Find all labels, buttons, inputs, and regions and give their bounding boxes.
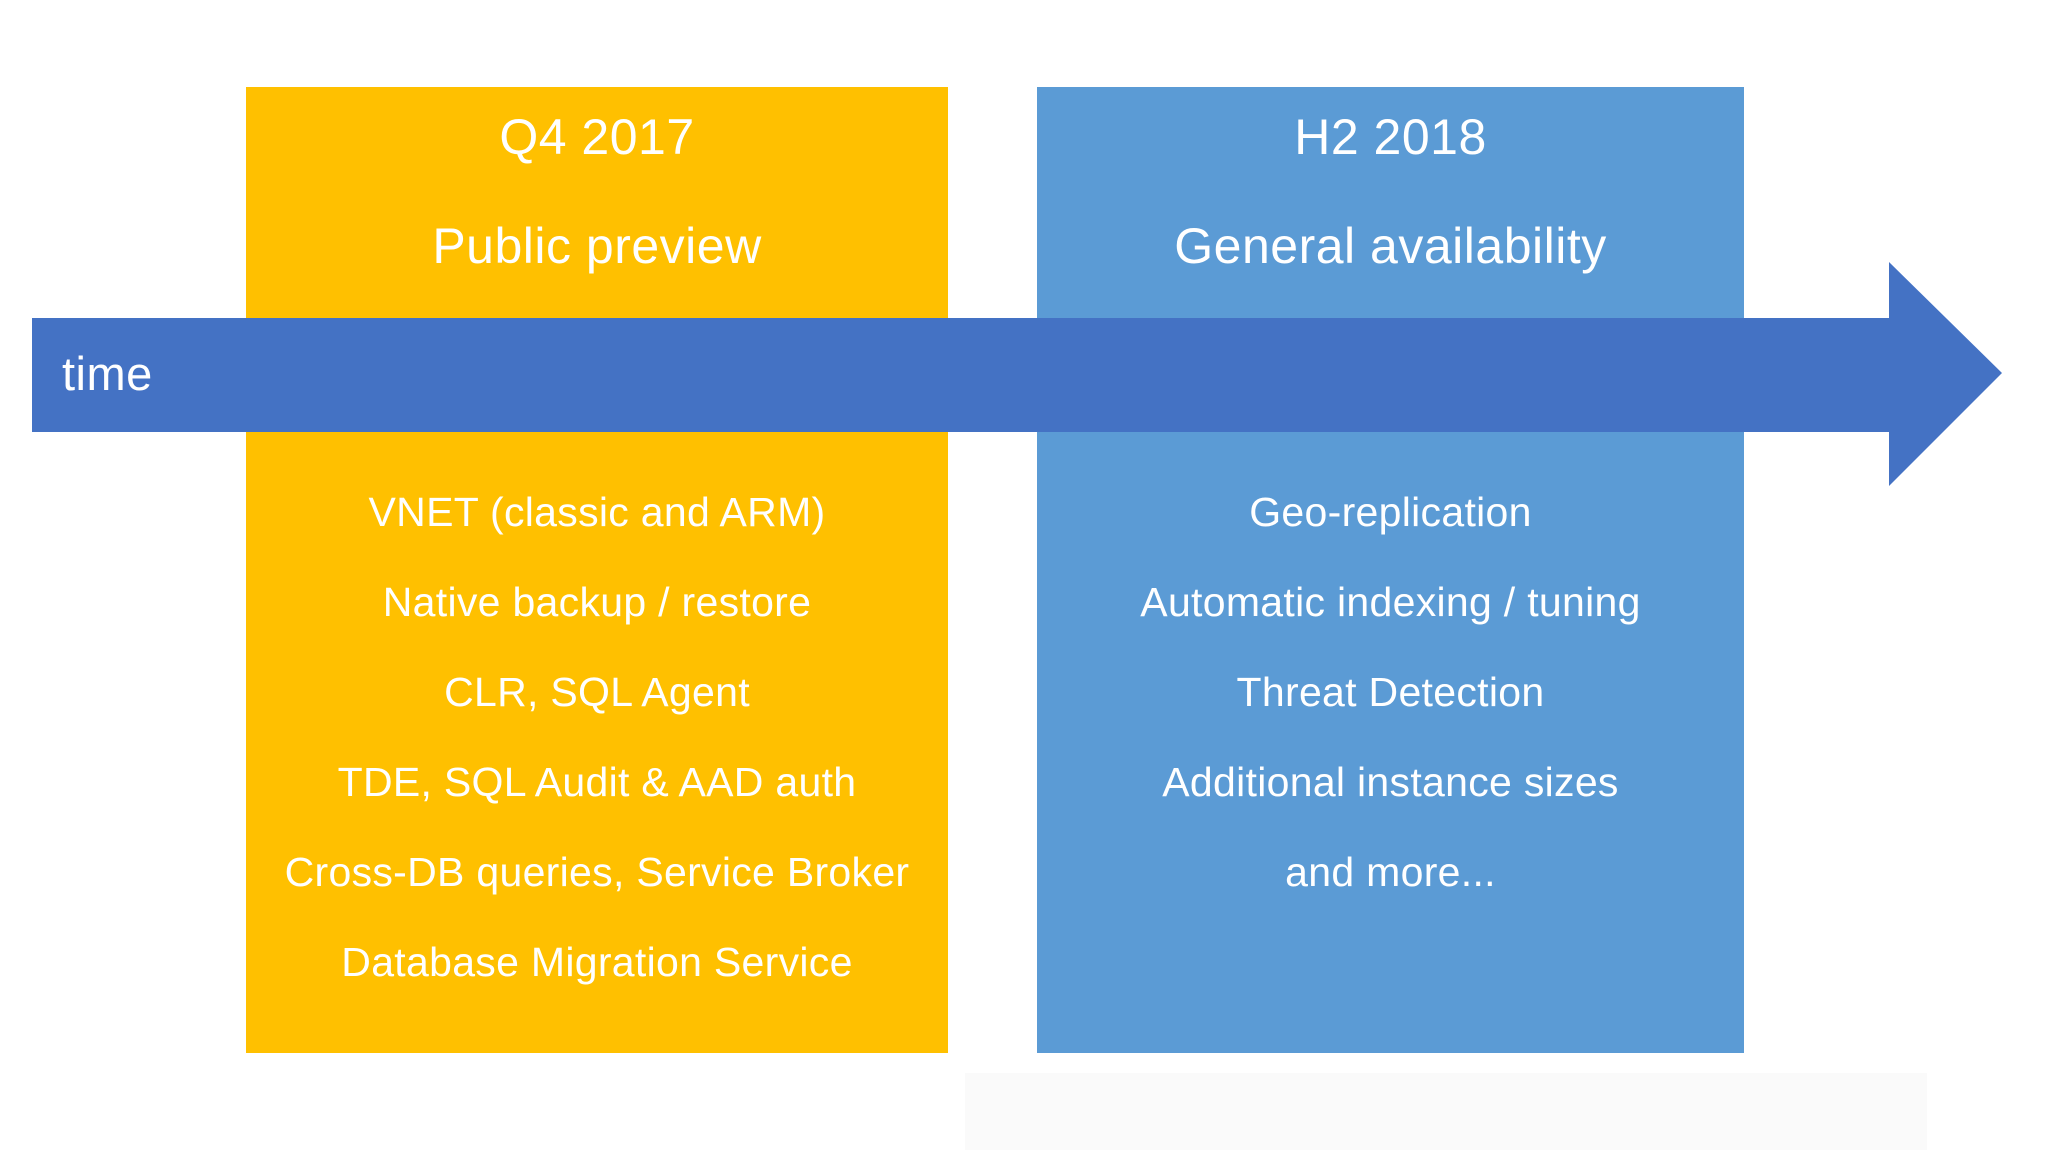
feature-item: Cross-DB queries, Service Broker	[284, 848, 910, 895]
feature-list-general-availability: Geo-replication Automatic indexing / tun…	[1037, 467, 1744, 917]
feature-item: CLR, SQL Agent	[444, 668, 750, 715]
feature-item: VNET (classic and ARM)	[368, 488, 826, 535]
timeline-label: time	[62, 347, 153, 400]
feature-item: Automatic indexing / tuning	[1140, 578, 1641, 625]
phase-period-general-availability: H2 2018	[1294, 109, 1487, 165]
feature-item: Geo-replication	[1249, 488, 1532, 535]
phase-period-public-preview: Q4 2017	[499, 109, 695, 165]
feature-item: Database Migration Service	[341, 938, 853, 985]
phase-title-general-availability: General availability	[1174, 218, 1607, 274]
phase-panel-public-preview: Q4 2017 Public preview VNET (classic and…	[246, 87, 948, 1053]
phase-panel-general-availability: H2 2018 General availability Geo-replica…	[1037, 87, 1744, 1053]
feature-item: Native backup / restore	[382, 578, 812, 625]
feature-item: Threat Detection	[1236, 668, 1545, 715]
feature-item: and more...	[1285, 848, 1496, 895]
bottom-faint-strip	[965, 1073, 1927, 1150]
phase-title-public-preview: Public preview	[432, 218, 762, 274]
feature-item: Additional instance sizes	[1162, 758, 1619, 805]
feature-item: TDE, SQL Audit & AAD auth	[337, 758, 857, 805]
feature-list-public-preview: VNET (classic and ARM) Native backup / r…	[246, 467, 948, 1007]
